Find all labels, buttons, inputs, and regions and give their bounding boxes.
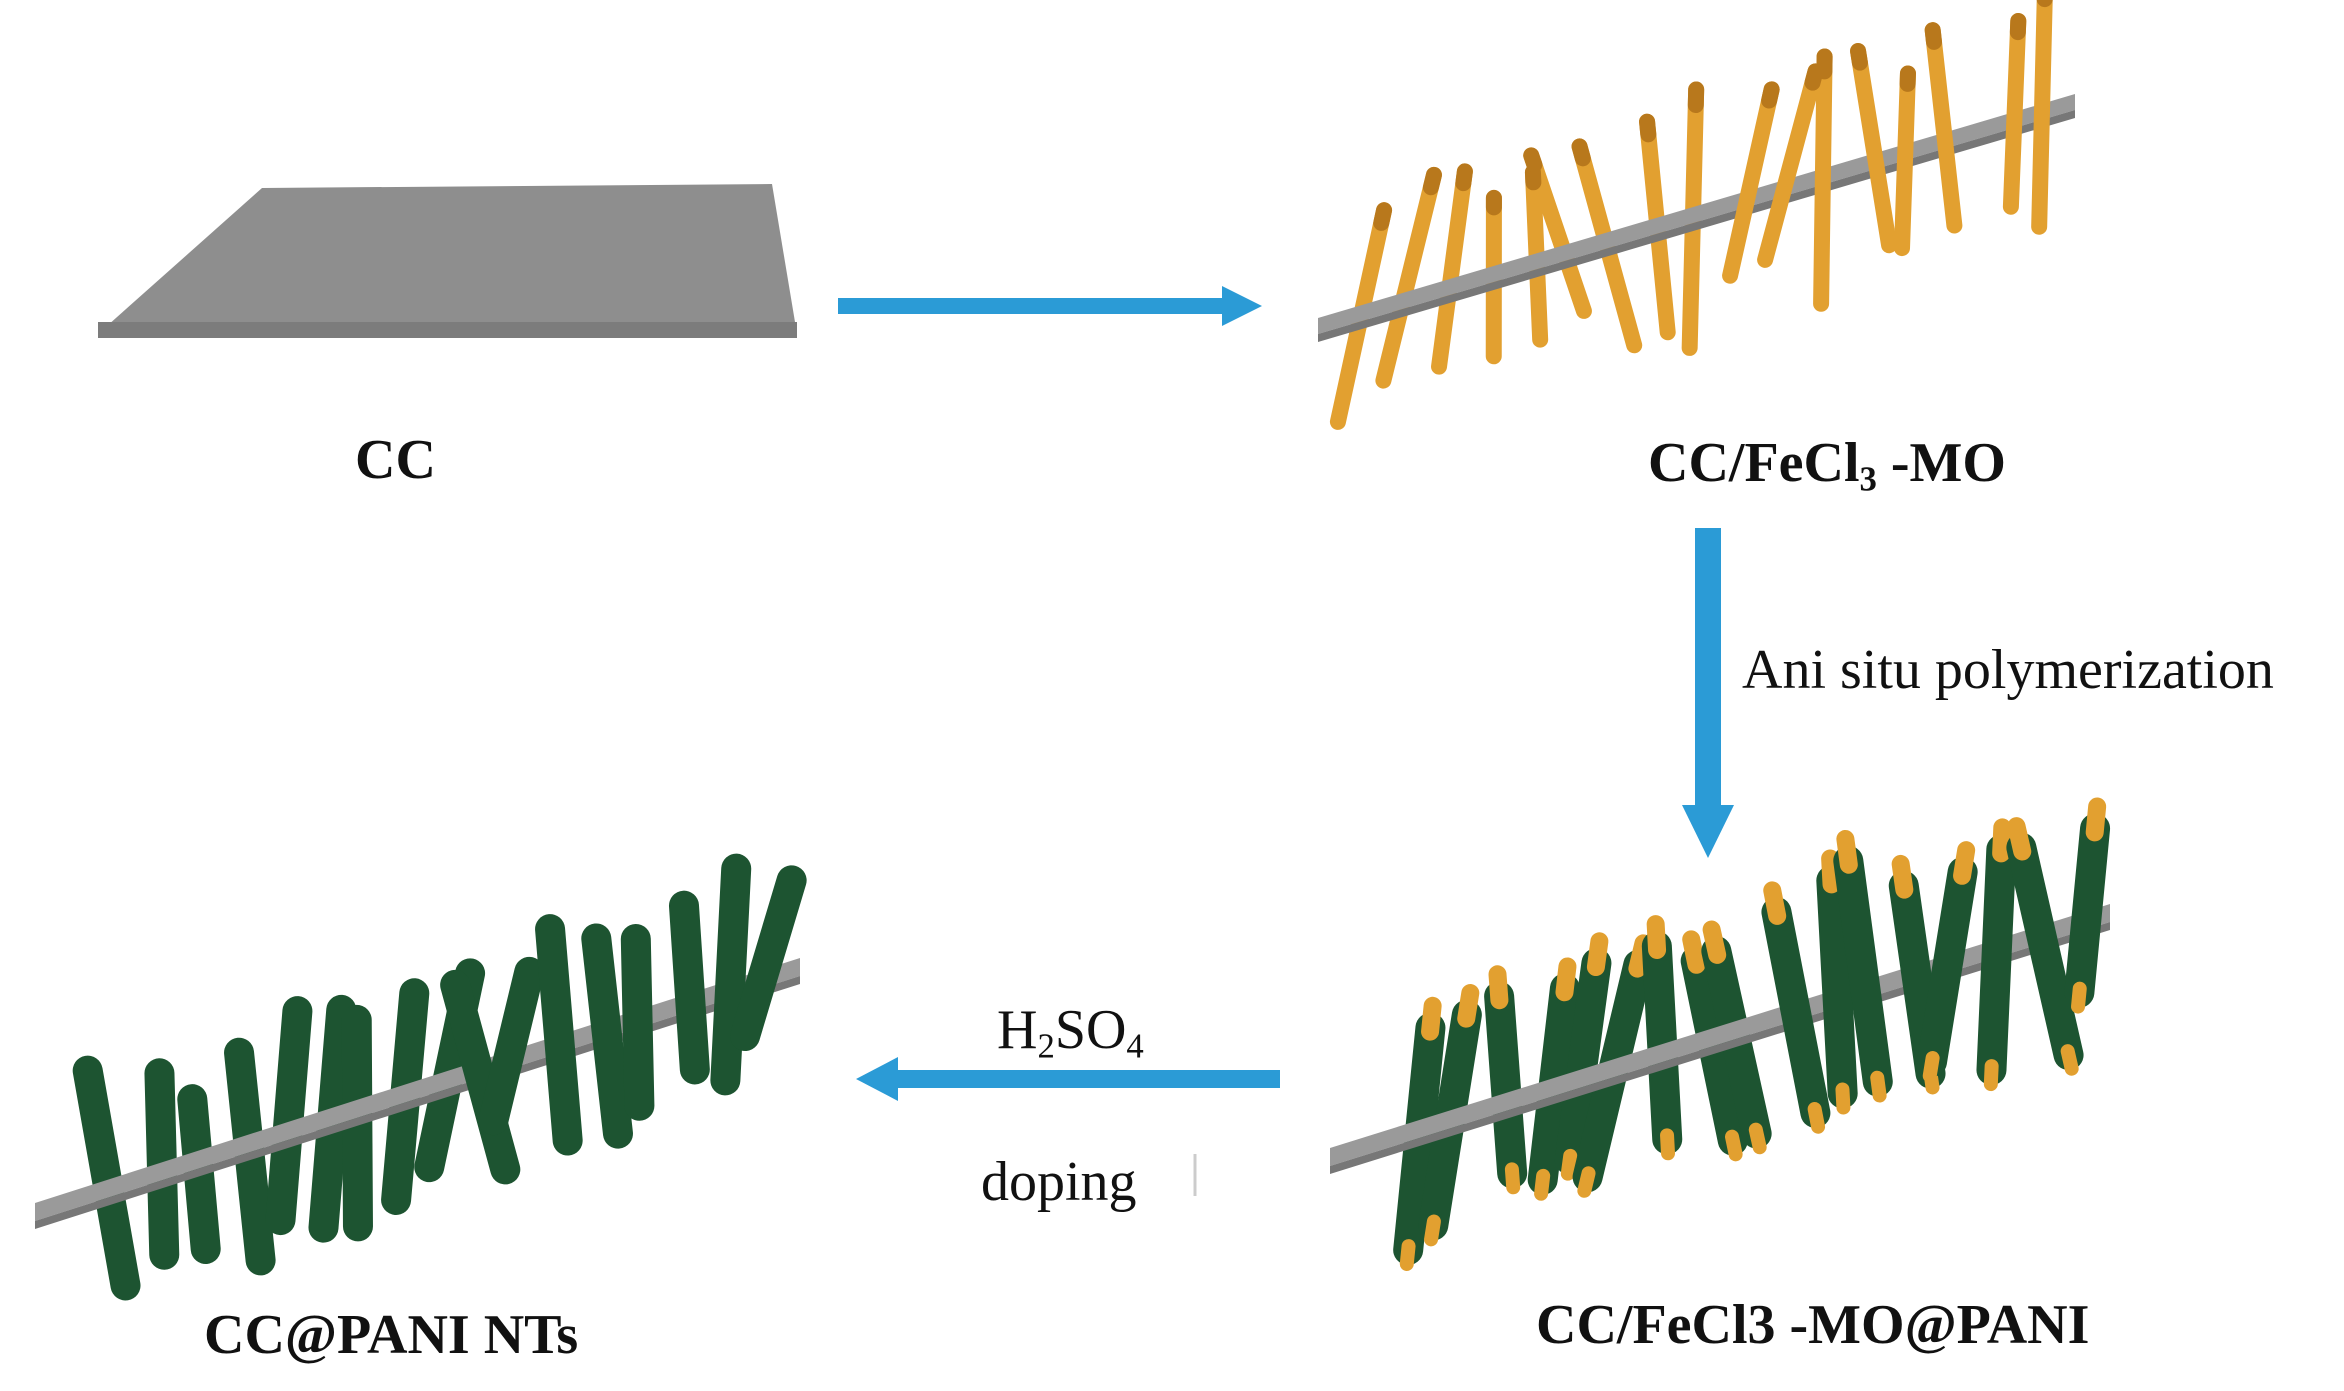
fecl3-mo-core-end (1807, 1102, 1826, 1134)
fecl3-mo-core-tip (1992, 818, 2012, 863)
fecl3-mo-core-tip (1953, 841, 1976, 885)
pani-coated-rod (1916, 856, 1978, 1077)
fecl3-mo-core-end (1922, 1051, 1940, 1083)
fecl3-mo-core-end (1534, 1168, 1551, 1201)
pani-nanotube (265, 996, 313, 1236)
fecl3-mo-rod-tip (1924, 22, 1942, 50)
label-h2so4: H2SO4 (997, 1002, 1144, 1064)
fecl3-mo-core-tip (1586, 932, 1609, 977)
fecl3-mo-rod-tip (1804, 63, 1824, 91)
pani-coated-rod-layer (1330, 797, 2111, 1271)
fecl3-mo-rod-tip (1761, 81, 1780, 109)
fecl3-mo-core-end (1504, 1162, 1521, 1195)
label-cc-fecl3-mo-pani: CC/FeCl3 -MO@PANI (1536, 1294, 2090, 1356)
fecl3-mo-core-end (1577, 1166, 1596, 1198)
fecl3-mo-rod (2002, 12, 2027, 215)
arrow-left (856, 1057, 1280, 1101)
pani-nanotube (620, 923, 655, 1121)
fecl3-mo-core-tip (2007, 817, 2032, 861)
fecl3-mo-rod (1375, 166, 1442, 389)
fecl3-mo-core-tip (1702, 920, 1727, 964)
fecl3-mo-rod-tip (1850, 43, 1868, 71)
fecl3-mo-rod-tip (1571, 138, 1591, 167)
fecl3-mo-rod (1894, 65, 1916, 257)
fecl3-mo-core-tip (1646, 915, 1667, 960)
label-mo-subscript: 3 (1859, 459, 1877, 499)
pani-nanotube-rod-layer (35, 853, 807, 1301)
pani-nanotube (730, 865, 807, 1052)
pani-nanotube (581, 923, 633, 1149)
label-polymerization-step: Ani situ polymerization (1742, 639, 2274, 701)
label-mo-prefix: CC/FeCl (1648, 432, 1860, 494)
pani-nanotube (668, 890, 710, 1085)
pani-coated-rod (1976, 834, 2017, 1086)
fecl3-mo-rod (2031, 0, 2053, 235)
carbon-cloth-sheet (98, 184, 797, 338)
fecl3-mo-rod (1431, 163, 1473, 375)
fecl3-mo-rod-tip (1422, 166, 1442, 196)
pani-nanotube (72, 1055, 141, 1301)
pani-nanotube (535, 914, 583, 1156)
pani-coated-rod (1833, 845, 1893, 1097)
acid-h-subscript: 2 (1037, 1026, 1055, 1066)
fecl3-mo-rod (1813, 48, 1833, 312)
fecl3-mo-core-end (1424, 1214, 1441, 1247)
acid-so-subscript: 4 (1126, 1026, 1144, 1066)
pani-coated-rod (2006, 832, 2084, 1071)
fecl3-mo-core-end (1560, 1148, 1578, 1181)
fecl3-mo-rod-tip (1639, 113, 1657, 143)
carbon-fiber-strip (1318, 94, 2075, 334)
pani-coated-rod (1761, 896, 1831, 1128)
pani-nanotube (710, 853, 752, 1096)
label-cc-pani-nts: CC@PANI NTs (204, 1304, 579, 1366)
fecl3-mo-core-end (1724, 1129, 1743, 1162)
fecl3-mo-core-end (2060, 1044, 2079, 1076)
carbon-fiber-strip-edge (1318, 110, 2075, 342)
fecl3-mo-rod (1850, 43, 1898, 254)
fecl3-mo-core-tip (1421, 996, 1442, 1041)
fecl3-mo-rod-tip (1455, 163, 1473, 192)
fecl3-mo-core-end (1660, 1128, 1676, 1161)
fecl3-mo-rod (1924, 22, 1963, 234)
fecl3-mo-core-tip (2085, 797, 2107, 842)
fecl3-mo-rod-layer (1318, 0, 2075, 430)
fecl3-mo-core-end (2071, 981, 2087, 1014)
fecl3-mo-core-tip (1763, 881, 1787, 925)
fecl3-mo-core-tip (1457, 983, 1480, 1028)
fecl3-mo-core-tip (1682, 930, 1706, 974)
fecl3-mo-core-tip (1821, 849, 1841, 894)
pani-nanotube (440, 969, 521, 1185)
label-cc-fecl3-mo: CC/FeCl3 -MO (1648, 435, 2006, 497)
arrow-right (838, 286, 1262, 326)
fecl3-mo-core-tip (1836, 829, 1858, 874)
label-doping: doping (981, 1151, 1137, 1213)
acid-so: SO (1054, 999, 1127, 1061)
fecl3-mo-core-tip (1891, 854, 1914, 899)
arrow-down (1682, 528, 1734, 858)
pani-coated-rod (1554, 948, 1612, 1175)
fecl3-mo-rod-tip (1523, 147, 1543, 173)
pani-coated-rod (1641, 931, 1683, 1155)
fecl3-mo-core-tip (1488, 965, 1509, 1010)
fecl3-mo-core-end (1399, 1239, 1416, 1271)
fecl3-mo-core-end (1870, 1070, 1887, 1103)
label-mo-suffix: -MO (1876, 432, 2006, 494)
fecl3-mo-core-tip (1555, 957, 1577, 1002)
pani-coated-rod (1816, 865, 1858, 1109)
label-cc: CC (355, 429, 436, 491)
fecl3-mo-rod (1757, 63, 1824, 268)
acid-h: H (997, 999, 1038, 1061)
pani-coated-rod (2064, 813, 2111, 1008)
fecl3-mo-rod (1722, 81, 1780, 284)
fecl3-mo-core-end (1983, 1059, 1999, 1092)
fecl3-mo-rod-tip (1373, 202, 1393, 231)
pani-nanotube (478, 956, 545, 1136)
fecl3-mo-core-end (1748, 1122, 1767, 1155)
pani-coated-rod (1484, 981, 1528, 1189)
fecl3-mo-core-end (1835, 1082, 1851, 1115)
